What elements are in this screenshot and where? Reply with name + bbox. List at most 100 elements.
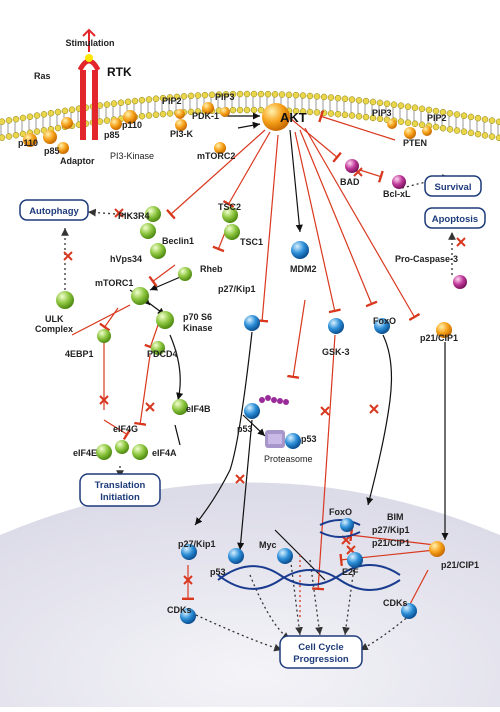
lipid-head: [495, 118, 500, 126]
lipid-head: [173, 93, 181, 101]
cell-cycle-label-1: Cell Cycle: [298, 642, 343, 653]
lipid-head: [40, 111, 48, 118]
lipid-head: [467, 129, 475, 137]
cdks-right-sphere: [401, 603, 417, 619]
p53-left-label: p53: [237, 424, 253, 434]
lipid-head: [229, 106, 237, 114]
e2f-label: E2F: [342, 567, 359, 577]
lipid-head: [411, 120, 419, 127]
p110-left-label: p110: [18, 138, 38, 148]
p21cip1-top-label: p21/CIP1: [420, 333, 458, 343]
lipid-head: [180, 93, 188, 100]
pip3-right-label: PIP3: [372, 108, 392, 118]
p21cip1-nucleus-sphere: [429, 541, 445, 557]
lipid-head: [243, 106, 251, 114]
lipid-head: [327, 94, 335, 101]
lipid-head: [278, 91, 286, 98]
p85-right-sphere: [110, 118, 122, 130]
hvps34-sphere: [150, 243, 166, 259]
myc-label: Myc: [259, 540, 277, 550]
pip3-right-sphere: [387, 119, 397, 129]
lipid-head: [299, 92, 307, 99]
lipid-head: [138, 112, 146, 120]
lipid-head: [313, 109, 321, 116]
p53-nucleus-label: p53: [210, 567, 226, 577]
pi3k-sphere: [175, 119, 187, 131]
mdm2-sphere: [291, 241, 309, 259]
p27kip1-nucleus-label: p27/Kip1: [178, 539, 216, 549]
lipid-head: [348, 112, 356, 119]
p85-left-label: p85: [44, 146, 60, 156]
lipid-head: [166, 94, 174, 101]
rtk-label: RTK: [107, 65, 132, 79]
lipid-head: [5, 117, 13, 124]
lipid-head: [257, 90, 265, 98]
lipid-head: [411, 104, 419, 111]
lipid-head: [138, 96, 146, 104]
lipid-head: [320, 109, 328, 117]
pip2-sphere: [175, 109, 185, 119]
lipid-head: [446, 110, 454, 117]
eif4b-label: eIF4B: [186, 404, 211, 414]
bclxl-label: Bcl-xL: [383, 189, 411, 199]
eif4e-sphere: [96, 444, 112, 460]
ulk-label-1: ULK: [45, 314, 64, 324]
eif4a-label: eIF4A: [152, 448, 177, 458]
pik3r4-sphere: [145, 206, 161, 222]
pten-label: PTEN: [403, 138, 427, 148]
lipid-head: [159, 94, 167, 102]
pip2-right-sphere: [422, 126, 432, 136]
proteasome: [265, 430, 285, 448]
tsc2-label: TSC2: [218, 202, 241, 212]
lipid-head: [5, 133, 13, 140]
adaptor-label: Adaptor: [60, 156, 95, 166]
pi3-kinase-label: PI3-Kinase: [110, 151, 154, 161]
lipid-head: [355, 113, 363, 120]
lipid-head: [33, 128, 41, 135]
cdks-left-label: CDKs: [167, 605, 192, 615]
x-mark: [145, 402, 155, 412]
p70s6-label-1: p70 S6: [183, 312, 212, 322]
x-mark: [183, 575, 193, 585]
lipid-head: [306, 108, 314, 116]
lipid-head: [236, 90, 244, 98]
mtorc1-label: mTORC1: [95, 278, 133, 288]
lipid-head: [124, 98, 132, 106]
lipid-head: [355, 97, 363, 104]
pip2-right-label: PIP2: [427, 113, 447, 123]
p70s6-sphere: [156, 311, 174, 329]
cell-cycle-label-2: Progression: [293, 654, 349, 665]
4ebp1-label: 4EBP1: [65, 349, 94, 359]
4ebp1-sphere: [97, 329, 111, 343]
ras-label: Ras: [34, 71, 51, 81]
lipid-head: [292, 107, 300, 115]
labels: Stimulation RTK Ras p110 p85 Adaptor p85…: [18, 38, 479, 615]
lipid-head: [19, 130, 27, 138]
p21cip1-nucleus-label: p21/CIP1: [441, 560, 479, 570]
lipid-head: [166, 110, 174, 117]
lipid-head: [432, 107, 440, 115]
mtorc2-label: mTORC2: [197, 151, 235, 161]
box-cell-cycle-progression: Cell Cycle Progression: [279, 635, 363, 669]
lipid-head: [341, 95, 349, 103]
rheb-sphere: [178, 267, 192, 281]
lipid-head: [292, 91, 300, 99]
lipid-head: [222, 91, 230, 98]
lipid-head: [376, 115, 384, 123]
lipid-head: [362, 113, 370, 121]
lipid-head: [341, 111, 349, 119]
lipid-head: [376, 99, 384, 107]
lipid-head: [285, 91, 293, 99]
lipid-head: [418, 121, 426, 129]
ras-sphere: [61, 117, 73, 129]
lipid-head: [54, 108, 62, 116]
stimulation-label: Stimulation: [66, 38, 115, 48]
lipid-head: [474, 114, 482, 122]
lipid-head: [0, 134, 6, 141]
tsc1-sphere: [224, 224, 240, 240]
p27kip1-top-sphere: [244, 315, 260, 331]
lipid-head: [12, 131, 20, 139]
e2f-sphere: [347, 552, 363, 568]
cdks-left-sphere: [180, 608, 196, 624]
